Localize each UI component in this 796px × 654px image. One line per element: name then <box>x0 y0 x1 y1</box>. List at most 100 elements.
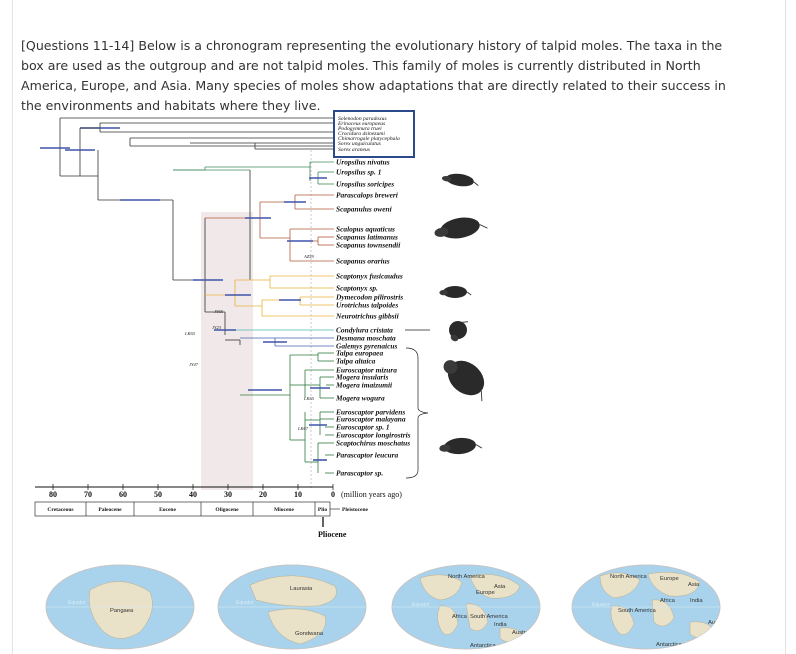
map-label: India <box>690 598 703 604</box>
landmass <box>89 581 153 639</box>
landmass <box>610 605 635 635</box>
pliocene-label: Pliocene <box>318 530 347 539</box>
epoch-label: Paleocene <box>98 507 122 513</box>
node-label: AZ59 <box>303 254 315 259</box>
talpid-taxon: Mogera wogura <box>335 394 385 403</box>
talpid-taxon: Scaptonyx sp. <box>336 284 378 293</box>
epoch-label: Eocene <box>159 507 176 513</box>
landmass <box>647 572 701 597</box>
map-label: Africa <box>660 598 676 604</box>
talpid-taxon: Parascalops breweri <box>336 191 399 200</box>
epoch-label: Miocene <box>274 507 294 513</box>
talpid-taxon: Scapanulus oweni <box>336 205 393 214</box>
map-label: South America <box>470 614 508 620</box>
map-label: Equator <box>68 600 86 606</box>
mole-silhouette <box>443 360 485 402</box>
map-label: North America <box>610 574 648 580</box>
epoch-label: Pleistocene <box>342 507 369 513</box>
map-label: Asia <box>688 582 700 588</box>
talpid-taxon: Uropsilus soricipes <box>336 180 394 189</box>
talpid-taxon: Talpa altaica <box>336 357 376 366</box>
talpid-taxon: Uropsilus nivatus <box>336 158 390 167</box>
talpid-taxon: Condylura cristata <box>336 326 393 335</box>
landmass <box>465 603 489 632</box>
landmass <box>651 599 675 627</box>
map-label: Antarctica <box>656 642 683 648</box>
landmass <box>437 605 459 635</box>
axis-tick-label: 10 <box>294 490 302 499</box>
axis-tick-label: 20 <box>259 490 267 499</box>
talpid-taxon: Scalopus aquaticus <box>336 225 395 234</box>
talpid-taxon: Galemys pyrenaicus <box>336 342 398 351</box>
talpid-taxon: Parascaptor leucura <box>336 451 399 460</box>
talpid-taxon: Scapanus orarius <box>336 257 390 266</box>
talpid-taxon: Euroscaptor parvidens <box>335 408 405 417</box>
node-label: LK67 <box>297 426 309 431</box>
epoch-label: Cretaceous <box>47 507 73 513</box>
axis-tick-label: 30 <box>224 490 232 499</box>
mole-silhouette <box>439 286 472 298</box>
landmass <box>469 574 521 599</box>
clade-brackets <box>405 329 430 479</box>
axis-tick-label: 60 <box>119 490 127 499</box>
map-label: Laurasia <box>290 586 313 592</box>
axis-tick-label: 80 <box>49 490 57 499</box>
map-label: India <box>494 622 507 628</box>
map-label: Asia <box>494 584 506 590</box>
talpid-taxon: Neurotrichus gibbsii <box>335 312 400 321</box>
talpid-taxon: Uropsilus sp. 1 <box>336 168 381 177</box>
mole-silhouette <box>439 437 483 455</box>
talpid-taxon: Euroscaptor malayana <box>335 415 406 424</box>
talpid-taxon: Euroscaptor longirostris <box>335 431 411 440</box>
talpid-taxon: Mogera insularis <box>335 373 388 382</box>
axis-tick-label: 40 <box>189 490 197 499</box>
map-label: Equator <box>412 602 430 608</box>
map-label: Antarctica <box>470 643 497 649</box>
landmass <box>419 574 463 601</box>
node-label: LK65 <box>184 331 196 336</box>
outgroup-box <box>333 110 415 158</box>
map-label: Equator <box>236 600 254 606</box>
talpid-taxon: Euroscaptor mizura <box>335 366 397 375</box>
axis-unit: (million years ago) <box>341 490 402 499</box>
paleo-maps: EquatorPangaeaEquatorLaurasiaGondwanaEqu… <box>45 564 731 650</box>
map-label: Equator <box>592 602 610 608</box>
epoch-label: Oligocene <box>215 507 239 513</box>
map-label: Australia <box>708 620 731 626</box>
talpid-taxon: Scaptonyx fusicaudus <box>336 272 403 281</box>
talpid-taxon: Euroscaptor sp. 1 <box>335 423 390 432</box>
axis-tick-label: 70 <box>84 490 92 499</box>
axis-tick-label: 50 <box>154 490 162 499</box>
outgroup-taxon: Solenodon paradoxus <box>338 116 387 122</box>
talpid-taxon: Mogera imaizumii <box>335 381 393 390</box>
mole-silhouette <box>449 321 469 342</box>
landmass <box>249 575 337 607</box>
mole-illustrations <box>434 173 488 455</box>
oligocene-band <box>201 212 253 490</box>
talpid-taxon: Scapanus townsendii <box>336 241 401 250</box>
map-label: Australia <box>512 630 535 636</box>
question-text: [Questions 11-14] Below is a chronogram … <box>21 38 726 113</box>
map-label: Europe <box>660 576 679 582</box>
node-label: LK65 <box>303 396 315 401</box>
node-label: JY23 <box>212 325 222 330</box>
mole-silhouette <box>441 173 479 187</box>
landmass <box>599 572 641 599</box>
talpid-taxon: Parascaptor sp. <box>336 469 383 478</box>
outgroup-taxon: Podogymnura truei <box>337 126 382 132</box>
talpid-taxon: Scaptochirus moschatus <box>336 439 410 448</box>
map-label: South America <box>618 608 656 614</box>
outgroup-taxon: Chimarrogale platycephala <box>338 136 400 142</box>
landmass <box>267 608 326 645</box>
map-label: Europe <box>476 590 495 596</box>
talpid-taxon: Scapanus latimanus <box>336 233 398 242</box>
mole-silhouette <box>434 217 488 239</box>
outgroup-taxon: Erinaceus europaeus <box>337 121 385 127</box>
talpid-taxon: Talpa europaea <box>336 349 383 358</box>
outgroup-taxon: Sorex araneus <box>338 147 370 153</box>
map-label: Pangaea <box>110 608 134 614</box>
